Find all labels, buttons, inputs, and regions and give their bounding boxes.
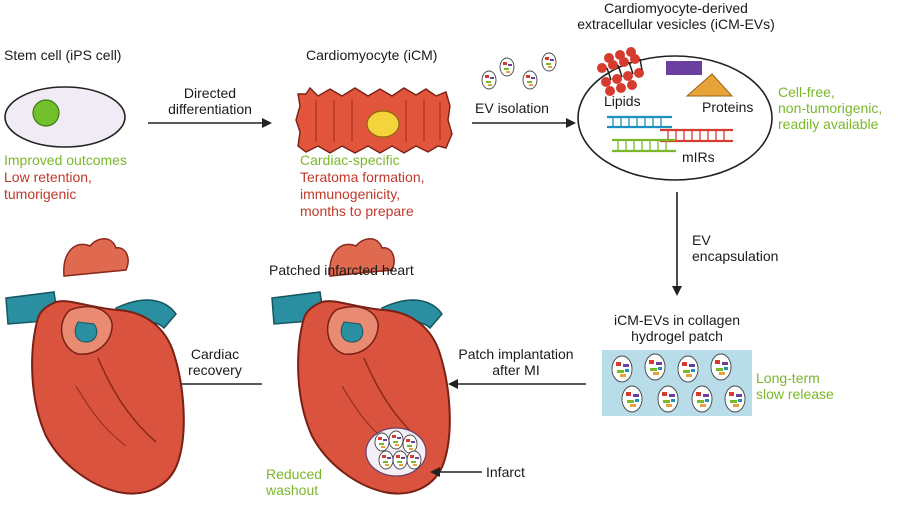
ev-isolation-label: EV isolation (475, 100, 549, 116)
implantation-label-2: after MI (492, 362, 540, 378)
proteins-label: Proteins (702, 99, 754, 115)
cardiomyocyte-pro: Cardiac-specific (300, 152, 400, 168)
evs-title-1: Cardiomyocyte-derived (604, 0, 748, 16)
encapsulation-label-2: encapsulation (692, 248, 779, 264)
patch-title-1: iCM-EVs in collagen (613, 312, 741, 328)
recovery-label-1: Cardiac (190, 346, 240, 362)
cardiomyocyte-title: Cardiomyocyte (iCM) (306, 47, 438, 63)
heart-icon (5, 237, 185, 495)
mirs-label: mIRs (682, 149, 715, 165)
evs-title-2: extracellular vesicles (iCM-EVs) (577, 16, 775, 32)
cardiomyocyte-con-1: Teratoma formation, (300, 169, 425, 185)
hydrogel-patch-icon (602, 350, 752, 416)
patch-title-2: hydrogel patch (631, 328, 723, 344)
patch-benefit-1: Long-term (756, 370, 820, 386)
stem-cell-con-2: tumorigenic (4, 186, 77, 202)
evs-benefit-1: Cell-free, (778, 84, 835, 100)
cardiomyocyte-con-3: months to prepare (300, 203, 414, 219)
vesicle-icon (481, 52, 557, 90)
evs-benefit-2: non-tumorigenic, (778, 100, 883, 116)
stem-cell-pro: Improved outcomes (4, 152, 127, 168)
patched-heart-title: Patched infarcted heart (269, 262, 414, 278)
lipids-label: Lipids (604, 93, 641, 109)
encapsulation-label-1: EV (692, 232, 711, 248)
stem-cell-con-1: Low retention, (4, 169, 92, 185)
patched-heart-benefit-1: Reduced (266, 466, 323, 482)
stem-cell-icon (4, 86, 126, 148)
implantation-label-1: Patch implantation (458, 346, 574, 362)
mirna-duplex-icon (607, 115, 733, 153)
protein-icon (666, 61, 734, 97)
lipid-bilayer-icon (597, 47, 644, 96)
differentiation-label-2: differentiation (168, 101, 252, 117)
patch-benefit-2: slow release (756, 386, 834, 402)
ev-contents-diagram (577, 47, 773, 181)
differentiation-label-1: Directed (183, 85, 237, 101)
recovery-label-2: recovery (188, 362, 242, 378)
infarct-label: Infarct (486, 464, 525, 480)
evs-benefit-3: readily available (778, 116, 879, 132)
stem-cell-title: Stem cell (iPS cell) (4, 47, 122, 63)
cardiomyocyte-con-2: immunogenicity, (300, 186, 401, 202)
patched-heart-benefit-2: washout (266, 482, 319, 498)
patched-heart-icon (271, 237, 451, 495)
cardiomyocyte-icon (295, 86, 453, 154)
